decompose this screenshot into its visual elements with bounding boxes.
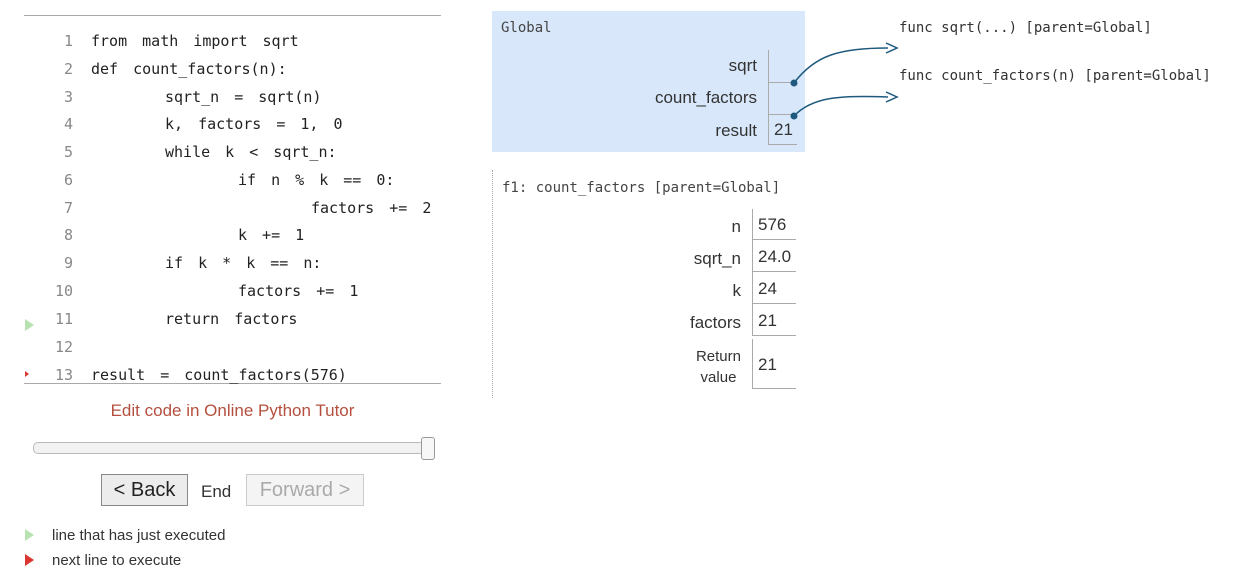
code-text: while k < sqrt_n: [165, 143, 337, 161]
code-line: 6 if n % k == 0: [24, 161, 441, 189]
arrowhead-icon [885, 91, 899, 103]
count-factors-function-object: func count_factors(n) [parent=Global] [899, 68, 1211, 84]
var-name: count_factors [654, 88, 757, 107]
code-line: 5 while k < sqrt_n: [24, 133, 441, 161]
var-name: sqrt_n [693, 249, 741, 268]
line-number: 10 [54, 282, 73, 300]
return-value-box: 21 [752, 339, 796, 389]
return-label-line-1: Return [695, 348, 741, 365]
next-line-arrow-icon [25, 371, 29, 377]
var-value-box [768, 83, 797, 115]
var-value-box: 24 [752, 272, 796, 304]
code-line: 10 factors += 1 [24, 272, 441, 300]
code-line: 4 k, factors = 1, 0 [24, 105, 441, 133]
var-name: result [715, 121, 757, 140]
line-number: 12 [54, 338, 73, 356]
code-line: 8 k += 1 [24, 216, 441, 244]
code-line: 9 if k * k == n: [24, 244, 441, 272]
code-text: from math import sqrt [91, 32, 299, 50]
code-text: k, factors = 1, 0 [165, 115, 343, 133]
var-value-box: 576 [752, 209, 796, 240]
line-number: 13 [54, 366, 73, 384]
line-number: 6 [63, 171, 73, 189]
code-line: 11 return factors [24, 300, 441, 328]
arrowhead-icon [885, 42, 899, 54]
line-number: 1 [63, 32, 73, 50]
var-value-box: 21 [752, 304, 796, 336]
frame-title: Global [501, 20, 552, 36]
code-panel: 1 from math import sqrt 2 def count_fact… [24, 15, 441, 384]
line-number: 3 [63, 88, 73, 106]
var-value-box [768, 50, 797, 83]
line-number: 4 [63, 115, 73, 133]
code-line: 12 [24, 328, 441, 356]
var-name: factors [689, 313, 741, 332]
forward-button[interactable]: Forward > [246, 474, 364, 506]
code-line: 7 factors += 2 [24, 189, 441, 217]
code-text: if k * k == n: [165, 254, 322, 272]
line-number: 5 [63, 143, 73, 161]
var-value-box: 24.0 [752, 240, 796, 272]
pointer-line [793, 47, 889, 84]
code-text: result = count_factors(576) [91, 366, 347, 384]
line-number: 11 [54, 310, 73, 328]
function-frame: f1: count_factors [parent=Global] n 576 … [492, 170, 806, 398]
code-text: if n % k == 0: [238, 171, 395, 189]
frame-title: f1: count_factors [parent=Global] [502, 180, 781, 196]
code-text: k += 1 [238, 226, 305, 244]
step-status: End [201, 482, 232, 501]
edit-code-link[interactable]: Edit code in Online Python Tutor [110, 401, 355, 420]
var-name: n [731, 217, 741, 236]
return-label-line-2: value [700, 369, 737, 386]
code-text: return factors [165, 310, 298, 328]
executed-line-arrow-icon [25, 319, 34, 331]
executed-line-arrow-icon [25, 529, 34, 541]
next-line-arrow-icon [25, 554, 34, 566]
code-line: 1 from math import sqrt [24, 22, 441, 50]
line-number: 2 [63, 60, 73, 78]
legend-next-label: next line to execute [52, 552, 182, 569]
code-line: 2 def count_factors(n): [24, 50, 441, 78]
legend-executed-label: line that has just executed [52, 527, 226, 544]
var-value-box: 21 [768, 115, 797, 145]
code-text: factors += 2 [311, 199, 432, 217]
line-number: 8 [63, 226, 73, 244]
line-number: 9 [63, 254, 73, 272]
var-name: sqrt [728, 56, 757, 75]
sqrt-function-object: func sqrt(...) [parent=Global] [899, 20, 1152, 36]
code-line: 3 sqrt_n = sqrt(n) [24, 78, 441, 106]
code-line: 13 result = count_factors(576) [24, 356, 441, 384]
var-name: k [732, 281, 742, 300]
code-text: def count_factors(n): [91, 60, 287, 78]
return-value-label: Return value [696, 346, 741, 388]
back-button[interactable]: < Back [101, 474, 188, 506]
code-text: factors += 1 [238, 282, 359, 300]
slider-handle[interactable] [421, 437, 435, 460]
code-text: sqrt_n = sqrt(n) [165, 88, 322, 106]
line-number: 7 [63, 199, 73, 217]
pointer-line [793, 95, 889, 117]
global-frame: Global sqrt count_factors result 21 [492, 11, 805, 152]
